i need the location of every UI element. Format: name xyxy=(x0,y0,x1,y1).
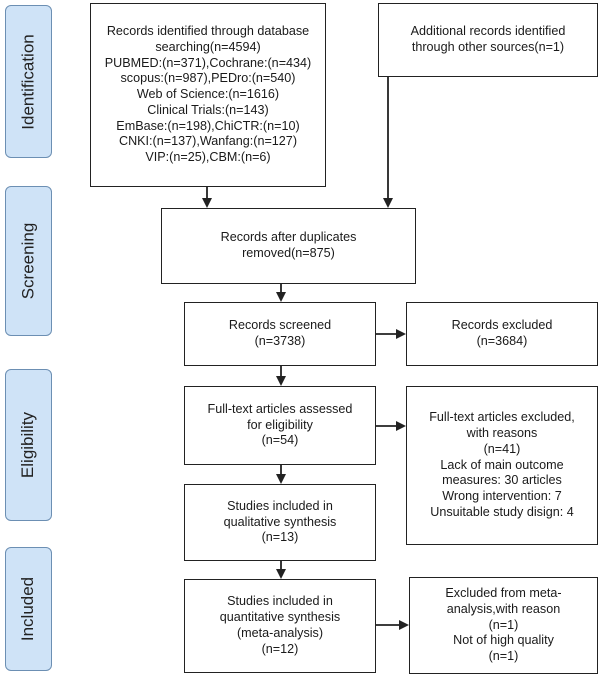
box-line: Wrong intervention: 7 xyxy=(442,489,562,504)
phase-included: Included xyxy=(5,547,52,671)
box-line: (n=3738) xyxy=(254,334,306,348)
phase-eligibility-label: Eligibility xyxy=(18,411,38,479)
phase-screening: Screening xyxy=(5,186,52,336)
box-line: removed(n=875) xyxy=(242,246,335,260)
after-duplicates-box: Records after duplicates removed(n=875) xyxy=(161,208,416,284)
box-line: PUBMED:(n=371),Cochrane:(n=434) xyxy=(104,55,312,70)
box-line: qualitative synthesis xyxy=(223,514,337,529)
box-line: (n=41) xyxy=(483,441,521,456)
meta-excluded-box: Excluded from meta- analysis,with reason… xyxy=(409,577,598,674)
box-line: (n=12) xyxy=(261,641,299,656)
box-line: (n=54) xyxy=(261,433,299,448)
box-line: with reasons xyxy=(466,426,538,440)
box-line: (n=1) xyxy=(488,617,519,632)
box-line: searching(n=4594) xyxy=(155,39,261,54)
box-line: Clinical Trials:(n=143) xyxy=(147,102,269,117)
box-line: Records after duplicates xyxy=(220,230,357,245)
phase-identification-label: Identification xyxy=(18,33,38,130)
box-line: Studies included in xyxy=(227,498,333,513)
box-line: (n=13) xyxy=(261,530,299,545)
box-line: EmBase:(n=198),ChiCTR:(n=10) xyxy=(116,118,300,133)
box-line: Web of Science:(n=1616) xyxy=(136,87,280,102)
box-line: quantitative synthesis xyxy=(219,610,341,625)
box-line: Records screened xyxy=(228,318,332,333)
screened-box: Records screened (n=3738) xyxy=(184,302,376,366)
phase-screening-label: Screening xyxy=(18,222,38,300)
box-line: Excluded from meta- xyxy=(445,586,562,600)
box-line: (n=1) xyxy=(488,649,519,664)
box-line: Full-text articles assessed xyxy=(207,401,353,416)
box-line: (n=3684) xyxy=(476,334,528,348)
box-line: Lack of main outcome xyxy=(440,457,564,472)
qualitative-synthesis-box: Studies included in qualitative synthesi… xyxy=(184,484,376,561)
box-line: Additional records identified xyxy=(410,24,566,39)
box-line: VIP:(n=25),CBM:(n=6) xyxy=(145,150,271,165)
box-line: CNKI:(n=137),Wanfang:(n=127) xyxy=(118,134,298,149)
excluded-box: Records excluded (n=3684) xyxy=(406,302,598,366)
box-line: measures: 30 articles xyxy=(442,473,562,488)
database-records-box: Records identified through database sear… xyxy=(90,3,326,187)
box-line: Unsuitable study disign: 4 xyxy=(430,504,574,519)
box-line: (meta-analysis) xyxy=(236,626,324,640)
other-sources-box: Additional records identified through ot… xyxy=(378,3,598,77)
quantitative-synthesis-box: Studies included in quantitative synthes… xyxy=(184,579,376,673)
box-line: for eligibility xyxy=(247,417,313,432)
box-line: Full-text articles excluded, xyxy=(429,410,575,425)
box-line: Records excluded xyxy=(451,318,553,333)
box-line: Records identified through database xyxy=(106,23,310,38)
box-line: scopus:(n=987),PEDro:(n=540) xyxy=(120,71,296,86)
box-line: Studies included in xyxy=(227,594,333,609)
box-line: through other sources(n=1) xyxy=(411,40,565,54)
fulltext-assessed-box: Full-text articles assessed for eligibil… xyxy=(184,386,376,465)
box-line: analysis,with reason xyxy=(446,601,561,616)
fulltext-excluded-box: Full-text articles excluded, with reason… xyxy=(406,386,598,545)
box-line: Not of high quality xyxy=(453,633,554,648)
phase-eligibility: Eligibility xyxy=(5,369,52,521)
phase-included-label: Included xyxy=(18,576,38,642)
phase-identification: Identification xyxy=(5,5,52,158)
